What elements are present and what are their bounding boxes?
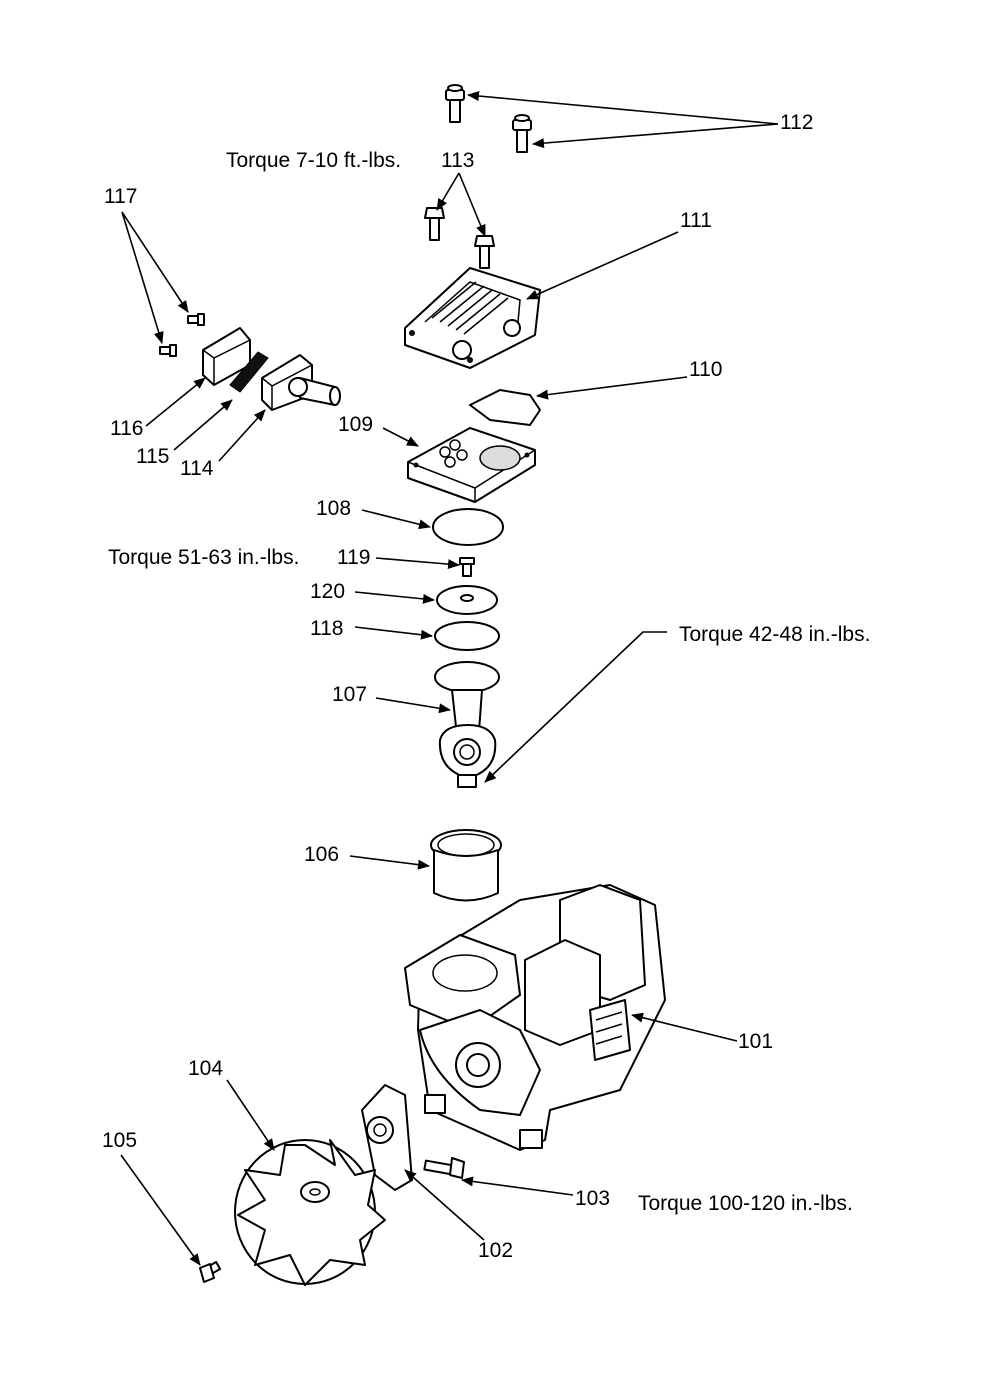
torque-spec-107: Torque 42-48 in.-lbs. <box>679 623 871 646</box>
cylinder-sleeve-106 <box>430 829 502 902</box>
stud-112-a <box>445 84 465 123</box>
label-106: 106 <box>304 843 340 866</box>
filter-115 <box>229 351 269 393</box>
crank-102 <box>361 1084 413 1191</box>
leader-lines <box>120 91 779 1266</box>
ring-118 <box>434 621 500 651</box>
label-115: 115 <box>136 445 170 468</box>
screw-119 <box>459 557 475 577</box>
label-118: 118 <box>310 617 344 640</box>
label-101: 101 <box>738 1030 774 1053</box>
screw-117-a <box>187 313 205 326</box>
screw-117-b <box>159 344 177 357</box>
motor-crankcase-101 <box>404 884 666 1151</box>
retainer-120 <box>436 585 498 615</box>
label-116: 116 <box>110 417 144 440</box>
connecting-rod-107 <box>434 661 500 788</box>
label-105: 105 <box>102 1129 138 1152</box>
label-114: 114 <box>180 457 214 480</box>
label-108: 108 <box>316 497 352 520</box>
label-110: 110 <box>689 358 723 381</box>
torque-spec-113: Torque 7-10 ft.-lbs. <box>226 149 402 172</box>
torque-spec-103: Torque 100-120 in.-lbs. <box>638 1192 853 1215</box>
screw-105 <box>199 1261 222 1283</box>
label-109: 109 <box>338 413 374 436</box>
label-112: 112 <box>780 111 814 134</box>
bolt-103 <box>423 1157 465 1179</box>
intake-114 <box>261 354 341 411</box>
torque-spec-119: Torque 51-63 in.-lbs. <box>108 546 300 569</box>
label-117: 117 <box>104 185 138 208</box>
bolt-113-b <box>474 235 495 269</box>
label-113: 113 <box>441 149 475 172</box>
label-103: 103 <box>575 1187 611 1210</box>
fan-104 <box>234 1139 386 1286</box>
stud-112-b <box>512 114 532 153</box>
label-120: 120 <box>310 580 346 603</box>
bolt-113-a <box>424 207 445 241</box>
label-119: 119 <box>337 546 371 569</box>
label-102: 102 <box>478 1239 514 1262</box>
label-107: 107 <box>332 683 368 706</box>
cylinder-head-111 <box>404 267 541 369</box>
o-ring-108 <box>432 508 504 546</box>
gasket-110 <box>469 389 541 426</box>
label-111: 111 <box>680 209 712 232</box>
valve-plate-109 <box>407 427 536 503</box>
label-104: 104 <box>188 1057 224 1080</box>
